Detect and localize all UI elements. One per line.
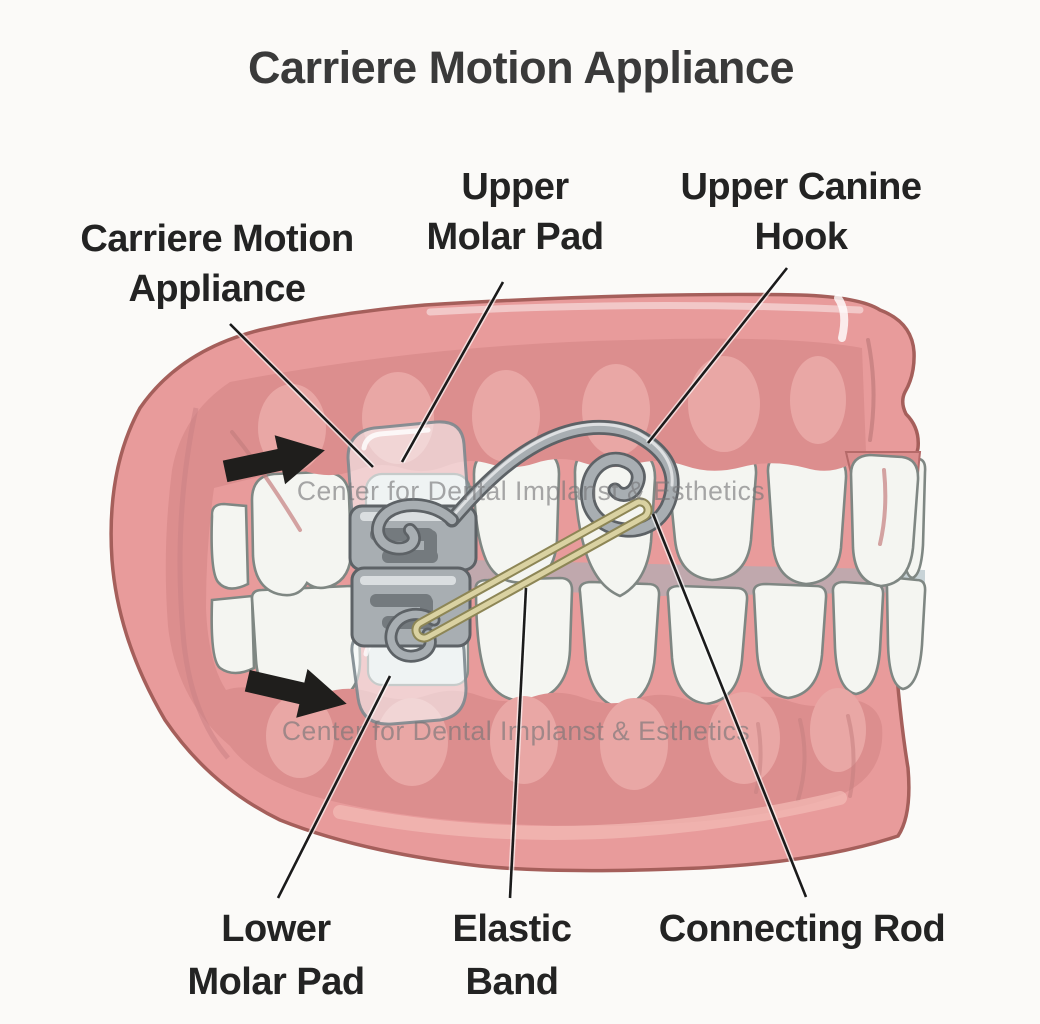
label-line: Molar Pad bbox=[426, 216, 604, 258]
upper-partial-molar bbox=[210, 502, 250, 590]
label-upper-molar-pad: Upper Molar Pad bbox=[426, 162, 604, 262]
label-lower-molar-pad: Lower Molar Pad bbox=[187, 903, 365, 1009]
gum-creases bbox=[177, 294, 888, 840]
upper-arrow-icon bbox=[222, 435, 325, 485]
lower-front-incisor bbox=[885, 576, 927, 691]
label-line: Upper bbox=[461, 166, 569, 208]
label-carriere-motion-appliance: Carriere Motion Appliance bbox=[80, 214, 354, 314]
upper-premolar bbox=[472, 448, 561, 584]
gum-inner-shape bbox=[165, 338, 883, 827]
leader-connecting-rod bbox=[651, 513, 808, 898]
label-line: Appliance bbox=[128, 268, 306, 310]
leader-lines bbox=[228, 266, 809, 900]
label-connecting-rod: Connecting Rod bbox=[658, 903, 946, 956]
label-line: Connecting Rod bbox=[658, 908, 946, 950]
lower-incisor-2 bbox=[752, 582, 828, 700]
upper-molar bbox=[250, 470, 353, 597]
lower-canine bbox=[578, 580, 661, 710]
label-line: Hook bbox=[754, 216, 848, 258]
label-line: Molar Pad bbox=[187, 961, 365, 1003]
elastic-band-shape bbox=[411, 497, 653, 643]
leader-upper-molar-pad bbox=[400, 281, 505, 463]
lower-bracket-hook bbox=[384, 607, 441, 663]
lower-partial-molar bbox=[210, 594, 256, 675]
leader-lower-molar-pad bbox=[276, 675, 392, 899]
label-line: Elastic bbox=[452, 908, 572, 950]
label-line: Upper Canine bbox=[680, 166, 922, 208]
page-title: Carriere Motion Appliance bbox=[248, 42, 794, 93]
leader-upper-canine-hook bbox=[646, 267, 789, 444]
label-line: Lower bbox=[221, 908, 331, 950]
lower-incisor-3 bbox=[831, 580, 885, 696]
label-upper-canine-hook: Upper Canine Hook bbox=[680, 162, 922, 262]
connecting-rod-shape bbox=[444, 419, 680, 538]
leader-elastic-band bbox=[508, 587, 528, 899]
upper-incisor-2 bbox=[766, 451, 848, 586]
upper-pad-sheen bbox=[361, 427, 431, 451]
label-line: Band bbox=[465, 961, 560, 1003]
leader-carriere bbox=[229, 323, 374, 468]
label-line: Carriere Motion bbox=[80, 218, 354, 260]
label-elastic-band: Elastic Band bbox=[452, 903, 572, 1009]
lower-arrow-icon bbox=[244, 668, 347, 718]
upper-bracket-hook bbox=[371, 498, 459, 556]
watermark-text-upper: Center for Dental Implanst & Esthetics bbox=[297, 476, 765, 506]
